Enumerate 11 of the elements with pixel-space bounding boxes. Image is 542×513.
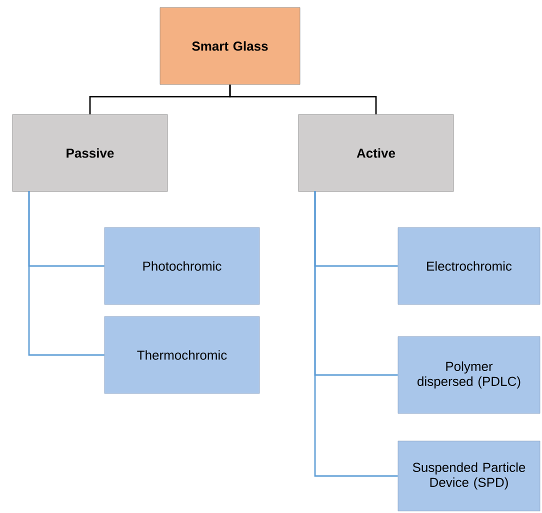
type-box: Polymer dispersed (PDLC) (398, 336, 540, 414)
type-box: Suspended Particle Device (SPD) (398, 440, 540, 512)
type-box: Photochromic (104, 227, 260, 305)
category-box: Passive (12, 114, 168, 192)
root-box: Smart Glass (160, 7, 300, 85)
category-box: Active (298, 114, 454, 192)
connector-line (314, 191, 398, 477)
connector-line (229, 84, 377, 114)
type-box: Electrochromic (398, 227, 540, 305)
type-box: Thermochromic (104, 316, 260, 394)
connector-line (28, 191, 104, 356)
